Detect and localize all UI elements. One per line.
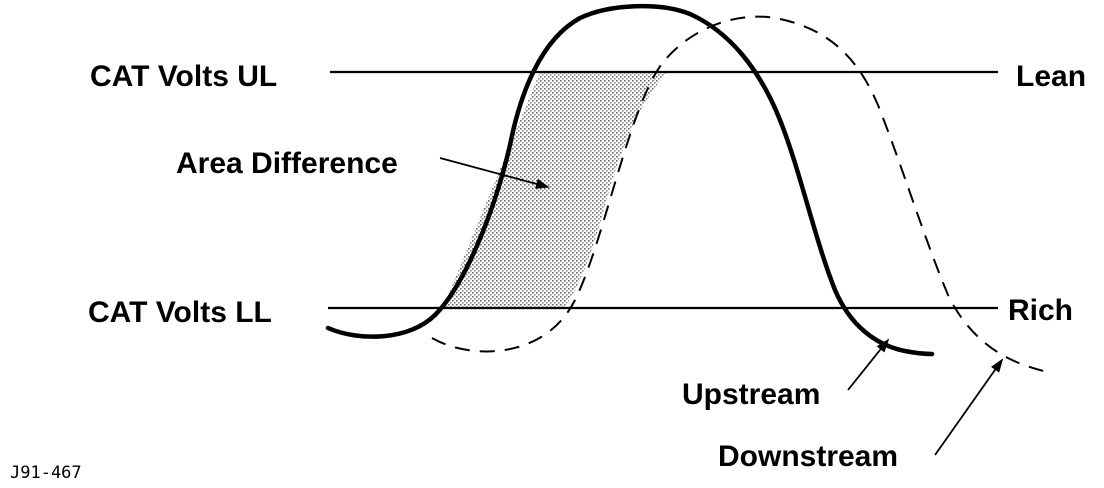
downstream-curve [431, 15, 1053, 374]
downstream-label: Downstream [718, 440, 898, 473]
area-difference-region [443, 72, 668, 308]
figure-id-label: J91-467 [10, 463, 82, 483]
downstream-arrow [934, 358, 1004, 456]
upstream-arrow [847, 338, 890, 391]
upstream-curve [325, 3, 935, 357]
area-difference-label: Area Difference [176, 147, 398, 180]
lean-label: Lean [1016, 60, 1086, 93]
area-difference-arrow [439, 157, 550, 189]
upper-limit-label: CAT Volts UL [90, 60, 277, 93]
lower-limit-label: CAT Volts LL [88, 296, 272, 329]
rich-label: Rich [1008, 294, 1073, 327]
upstream-label: Upstream [682, 378, 820, 411]
